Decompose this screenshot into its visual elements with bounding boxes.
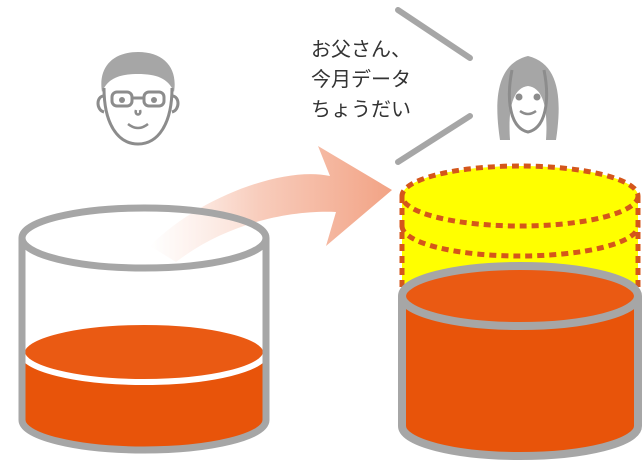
speech-text: お父さん、 今月データ ちょうだい [311,34,431,124]
left-glass-rim [18,204,270,272]
left-liquid-body [22,352,266,450]
speech-lines [395,7,473,165]
daughter-hair [497,56,559,140]
daughter-head-outline [507,69,549,134]
left-liquid-surface [22,322,266,382]
speech-line-2: 今月データ [311,67,411,91]
right-container [398,163,642,460]
right-liquid-surface [398,262,642,330]
father-face-icon [96,52,180,146]
speech-line-1: お父さん、 [311,37,411,61]
speech-line-3: ちょうだい [311,97,411,121]
left-glass-outline [18,238,270,454]
left-container [18,204,270,454]
transfer-arrow [150,146,392,262]
right-liquid-body [402,296,638,456]
dotted-extension-top [399,163,641,229]
right-container-outline [398,296,642,460]
glasses-icon [110,90,166,108]
father-hair [101,52,175,92]
daughter-face-icon [497,56,559,140]
father-head-outline [102,87,174,146]
